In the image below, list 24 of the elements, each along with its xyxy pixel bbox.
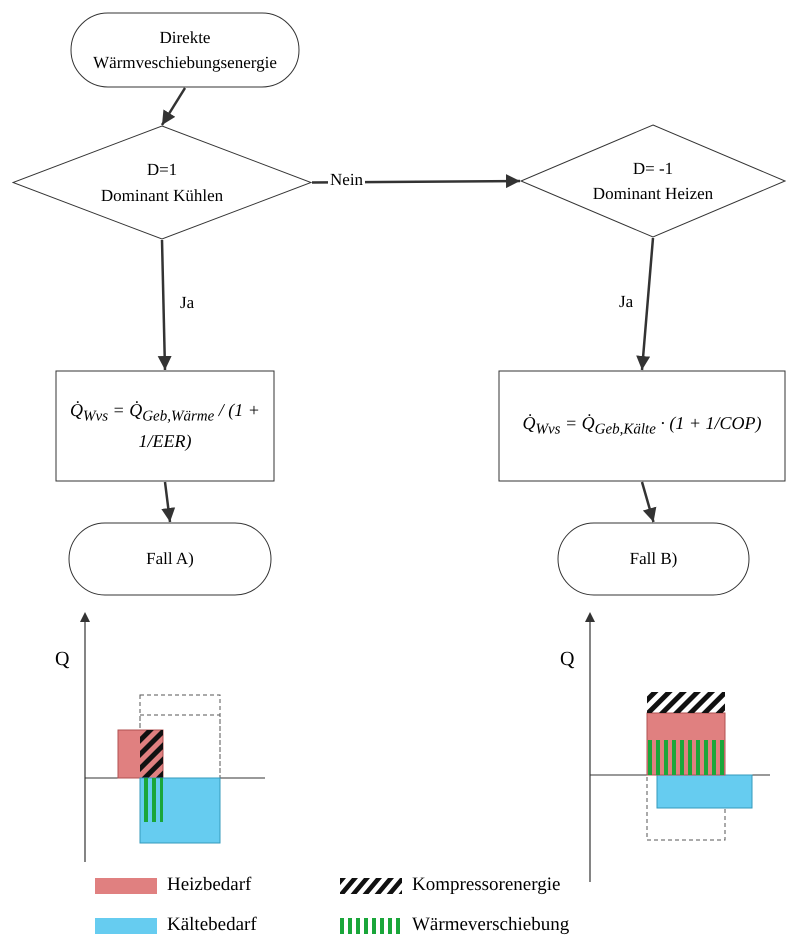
arrow	[158, 240, 172, 370]
axis-label: Q	[55, 648, 70, 671]
node-text: Fall A)	[146, 548, 194, 570]
arrow	[160, 87, 186, 126]
axis-label: Q	[560, 648, 574, 671]
legend-label: Kältebedarf	[167, 914, 257, 936]
arrow	[640, 482, 656, 522]
arrow	[161, 482, 176, 522]
node-text: Dominant Kühlen	[100, 184, 224, 206]
formula-text: Q̇$_{Wvs}$ = Q̇$_{Geb,Kälte}$ · (1 + 1/COP)	[521, 412, 763, 440]
node-text: D= -1	[632, 158, 674, 180]
node-text: D=1	[146, 159, 178, 181]
node-text: Direkte Wärmveschiebungsenergie	[92, 26, 278, 74]
legend-label: Heizbedarf	[167, 874, 252, 896]
legend-label: Kompressorenergie	[412, 874, 560, 896]
legend-label: Wärmeverschiebung	[412, 914, 570, 936]
process-box	[498, 370, 786, 482]
formula-text: Q̇$_{Wvs}$ = Q̇$_{Geb,Wärme}$ / (1 + 1/EER)	[69, 398, 261, 454]
decision-diamond	[12, 125, 312, 240]
node-text: Dominant Heizen	[592, 183, 714, 205]
node-text: Fall B)	[630, 548, 678, 570]
process-box	[55, 370, 275, 482]
decision-diamond	[520, 124, 786, 238]
arrow	[636, 238, 654, 370]
